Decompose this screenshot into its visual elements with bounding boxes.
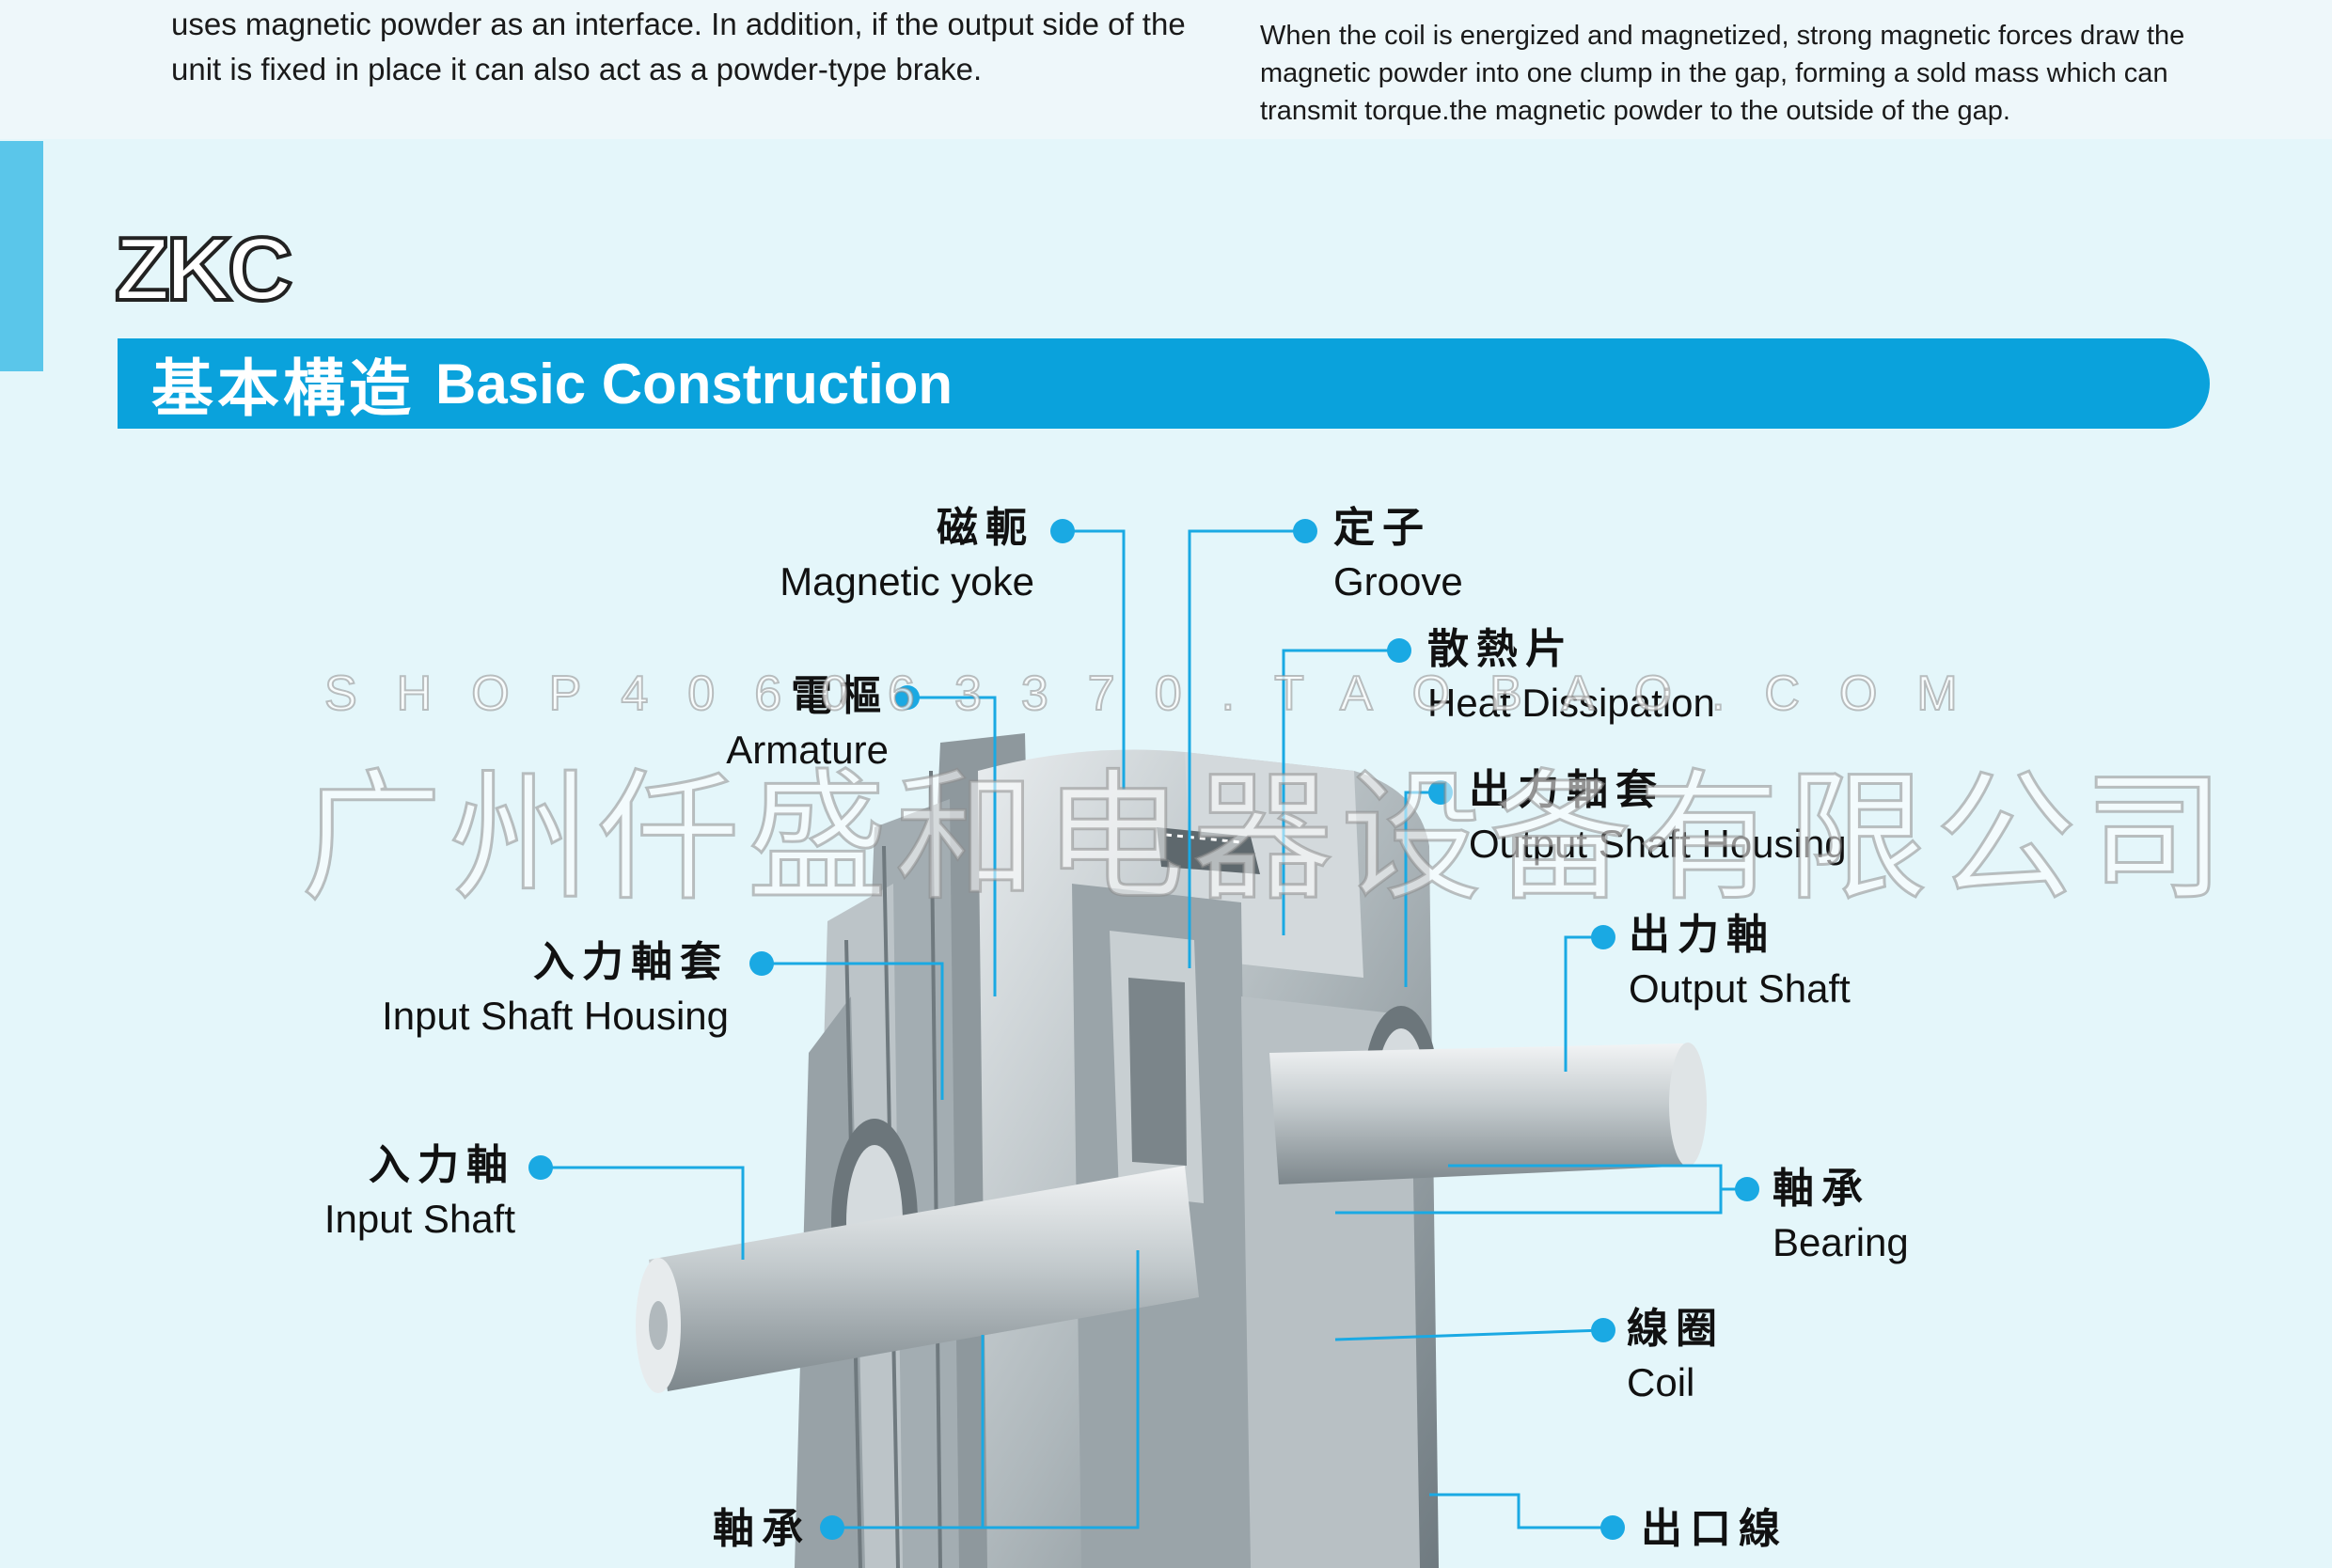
label-coil-en: Coil bbox=[1627, 1360, 1695, 1404]
label-bearing-right-cn: 軸承 bbox=[1773, 1166, 1870, 1212]
output-shaft bbox=[1269, 1043, 1707, 1184]
label-bearing-bottom: 軸承 bbox=[713, 1502, 811, 1557]
intro-left-text: uses magnetic powder as an interface. In… bbox=[171, 7, 1186, 86]
label-outlet-wire: 出口線 bbox=[1641, 1502, 1788, 1557]
label-heat-dissipation-en: Heat Dissipation bbox=[1427, 681, 1715, 725]
label-armature-cn: 電樞 bbox=[791, 673, 889, 719]
label-armature: 電樞 Armature bbox=[726, 669, 889, 776]
section-header-bar: 基本構造 Basic Construction bbox=[118, 338, 2210, 429]
leader-lines bbox=[541, 529, 1747, 1529]
label-magnetic-yoke-cn: 磁軛 bbox=[937, 505, 1034, 551]
label-outlet-wire-cn: 出口線 bbox=[1641, 1506, 1788, 1552]
label-output-shaft: 出力軸 Output Shaft bbox=[1629, 908, 1851, 1015]
input-shaft bbox=[636, 1166, 1199, 1393]
label-input-shaft-cn: 入力軸 bbox=[369, 1142, 515, 1188]
label-input-shaft-housing-en: Input Shaft Housing bbox=[382, 994, 729, 1038]
label-magnetic-yoke: 磁軛 Magnetic yoke bbox=[780, 501, 1034, 608]
leader-dots bbox=[528, 519, 1759, 1540]
label-bearing-right: 軸承 Bearing bbox=[1773, 1162, 1909, 1269]
label-input-shaft-housing: 入力軸套 Input Shaft Housing bbox=[382, 935, 729, 1043]
side-accent-bar bbox=[0, 141, 43, 371]
brand-logo: ZKC bbox=[113, 217, 294, 321]
section-title-en: Basic Construction bbox=[435, 352, 953, 416]
section-title-cn: 基本構造 bbox=[151, 353, 415, 423]
label-heat-dissipation: 散熱片 Heat Dissipation bbox=[1427, 622, 1715, 729]
label-input-shaft-housing-cn: 入力軸套 bbox=[533, 939, 729, 985]
label-input-shaft: 入力軸 Input Shaft bbox=[324, 1138, 515, 1246]
label-output-shaft-housing-cn: 出力軸套 bbox=[1469, 767, 1664, 813]
label-groove-cn: 定子 bbox=[1333, 505, 1431, 551]
label-output-shaft-housing-en: Output Shaft Housing bbox=[1469, 822, 1847, 866]
label-output-shaft-en: Output Shaft bbox=[1629, 966, 1851, 1011]
intro-right-text: When the coil is energized and magnetize… bbox=[1260, 21, 2185, 126]
label-groove-en: Groove bbox=[1333, 559, 1463, 604]
label-input-shaft-en: Input Shaft bbox=[323, 1197, 515, 1241]
label-heat-dissipation-cn: 散熱片 bbox=[1427, 626, 1574, 672]
label-output-shaft-housing: 出力軸套 Output Shaft Housing bbox=[1469, 763, 1847, 870]
label-coil: 線圈 Coil bbox=[1627, 1302, 1725, 1409]
label-bearing-bottom-cn: 軸承 bbox=[713, 1506, 811, 1552]
label-groove: 定子 Groove bbox=[1333, 501, 1463, 608]
label-bearing-right-en: Bearing bbox=[1773, 1220, 1909, 1264]
label-magnetic-yoke-en: Magnetic yoke bbox=[780, 559, 1034, 604]
intro-band bbox=[0, 0, 2332, 139]
label-output-shaft-cn: 出力軸 bbox=[1629, 912, 1775, 958]
label-armature-en: Armature bbox=[726, 728, 889, 772]
label-coil-cn: 線圈 bbox=[1627, 1306, 1725, 1352]
